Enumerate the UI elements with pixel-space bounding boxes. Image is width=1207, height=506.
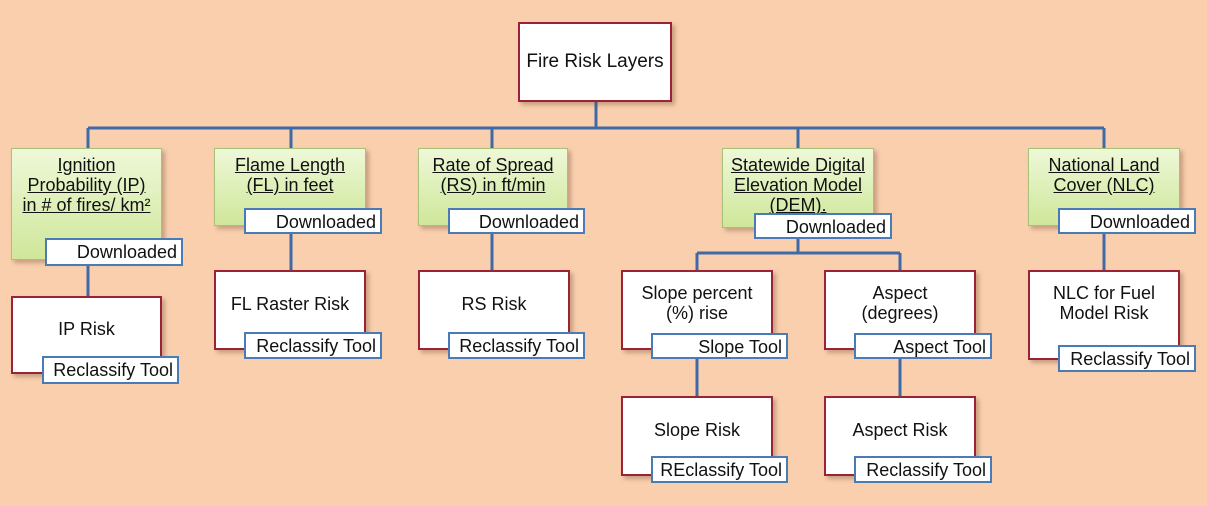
dem-source-node: Statewide Digital Elevation Model (DEM). [722,148,874,228]
dem-source-line-3: (DEM). [769,195,827,215]
slope-risk-label: Slope Risk [653,420,741,440]
fl-reclassify-tool: Reclassify Tool [244,332,382,359]
aspect-reclassify-tool: Reclassify Tool [854,456,992,483]
dem-source-line-1: Statewide Digital [730,155,866,175]
rs-source-line-1: Rate of Spread [432,155,554,175]
ip-source-line-1: Ignition [57,155,116,175]
fl-risk-label: FL Raster Risk [230,294,350,314]
root-label: Fire Risk Layers [526,51,664,72]
aspect-line-2: (degrees) [861,303,939,323]
nlc-source-line-1: National Land [1048,155,1160,175]
rs-source-line-2: (RS) in ft/min [440,175,546,195]
slope-line-2: (%) rise [666,303,728,323]
ip-source-line-3: in # of fires/ km² [22,195,151,215]
slope-tool: Slope Tool [651,333,788,359]
slope-line-1: Slope percent [641,283,753,303]
nlc-risk-line-1: NLC for Fuel [1052,283,1156,303]
dem-source-line-2: Elevation Model [733,175,863,195]
aspect-risk-label: Aspect Risk [852,420,948,440]
ip-source-line-2: Probability (IP) [27,175,146,195]
fl-source-node: Flame Length (FL) in feet [214,148,366,226]
nlc-downloaded-badge: Downloaded [1058,208,1196,234]
aspect-tool: Aspect Tool [854,333,992,359]
rs-downloaded-badge: Downloaded [448,208,585,234]
ip-risk-label: IP Risk [58,319,115,339]
rs-reclassify-tool: Reclassify Tool [448,332,585,359]
root-node: Fire Risk Layers [518,22,672,102]
ip-reclassify-tool: Reclassify Tool [42,356,179,384]
ip-downloaded-badge: Downloaded [45,238,183,266]
slope-reclassify-tool: REclassify Tool [651,456,788,483]
nlc-reclassify-tool: Reclassify Tool [1058,345,1196,372]
fl-downloaded-badge: Downloaded [244,208,382,234]
rs-risk-label: RS Risk [461,294,527,314]
fl-source-line-2: (FL) in feet [246,175,334,195]
nlc-risk-line-2: Model Risk [1059,303,1149,323]
aspect-line-1: Aspect [872,283,928,303]
fl-source-line-1: Flame Length [234,155,346,175]
nlc-source-line-2: Cover (NLC) [1053,175,1155,195]
dem-downloaded-badge: Downloaded [754,213,892,239]
